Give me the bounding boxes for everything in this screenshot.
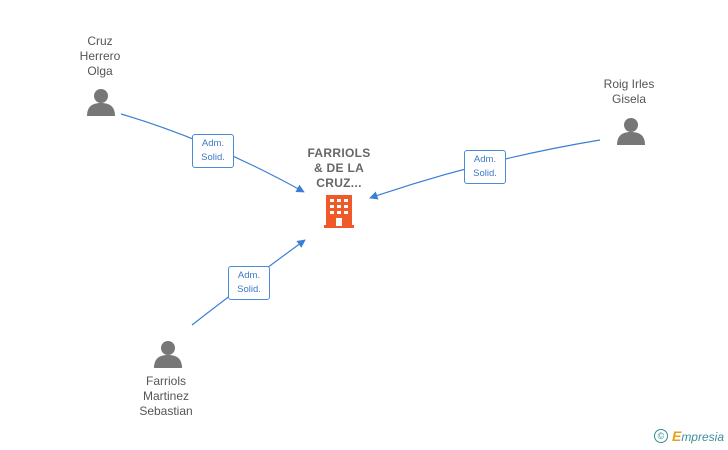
relation-label[interactable]: Adm. Solid. xyxy=(464,150,506,184)
person-icon[interactable] xyxy=(617,118,645,145)
relation-label-line: Adm. xyxy=(237,270,261,281)
relation-label-line: Solid. xyxy=(237,284,261,295)
brand-logo[interactable]: Empresia xyxy=(672,428,724,444)
company-label[interactable]: FARRIOLS & DE LA CRUZ... xyxy=(296,146,382,191)
relation-label-line: Solid. xyxy=(473,168,497,179)
person-name-line: Gisela xyxy=(611,92,646,106)
person-label-farriols-martinez-sebastian[interactable]: Farriols Martinez Sebastian xyxy=(126,374,206,419)
person-name-line: Farriols xyxy=(145,374,186,388)
brand-initial: E xyxy=(671,428,682,444)
person-name-line: Martinez xyxy=(142,389,189,403)
person-label-roig-irles-gisela[interactable]: Roig Irles Gisela xyxy=(590,77,668,107)
company-name-line: & DE LA xyxy=(313,161,365,175)
person-icon[interactable] xyxy=(154,341,182,368)
person-name-line: Roig Irles xyxy=(603,77,655,91)
person-label-cruz-herrero-olga[interactable]: Cruz Herrero Olga xyxy=(68,34,132,79)
person-name-line: Herrero xyxy=(79,49,121,63)
person-name-line: Olga xyxy=(87,64,113,78)
brand-name: mpresia xyxy=(681,430,724,444)
company-name-line: FARRIOLS xyxy=(307,146,371,160)
person-name-line: Sebastian xyxy=(139,404,193,418)
relation-label[interactable]: Adm. Solid. xyxy=(192,134,234,168)
copyright-icon: © xyxy=(653,429,668,443)
company-name-line: CRUZ... xyxy=(316,176,362,190)
relation-label-line: Solid. xyxy=(201,152,225,163)
person-name-line: Cruz xyxy=(87,34,113,48)
relation-label[interactable]: Adm. Solid. xyxy=(228,266,270,300)
person-icon[interactable] xyxy=(87,89,115,116)
footer-credit: © Empresia xyxy=(653,428,724,444)
building-icon[interactable] xyxy=(324,195,354,228)
relation-label-line: Adm. xyxy=(201,138,225,149)
relation-label-line: Adm. xyxy=(473,154,497,165)
